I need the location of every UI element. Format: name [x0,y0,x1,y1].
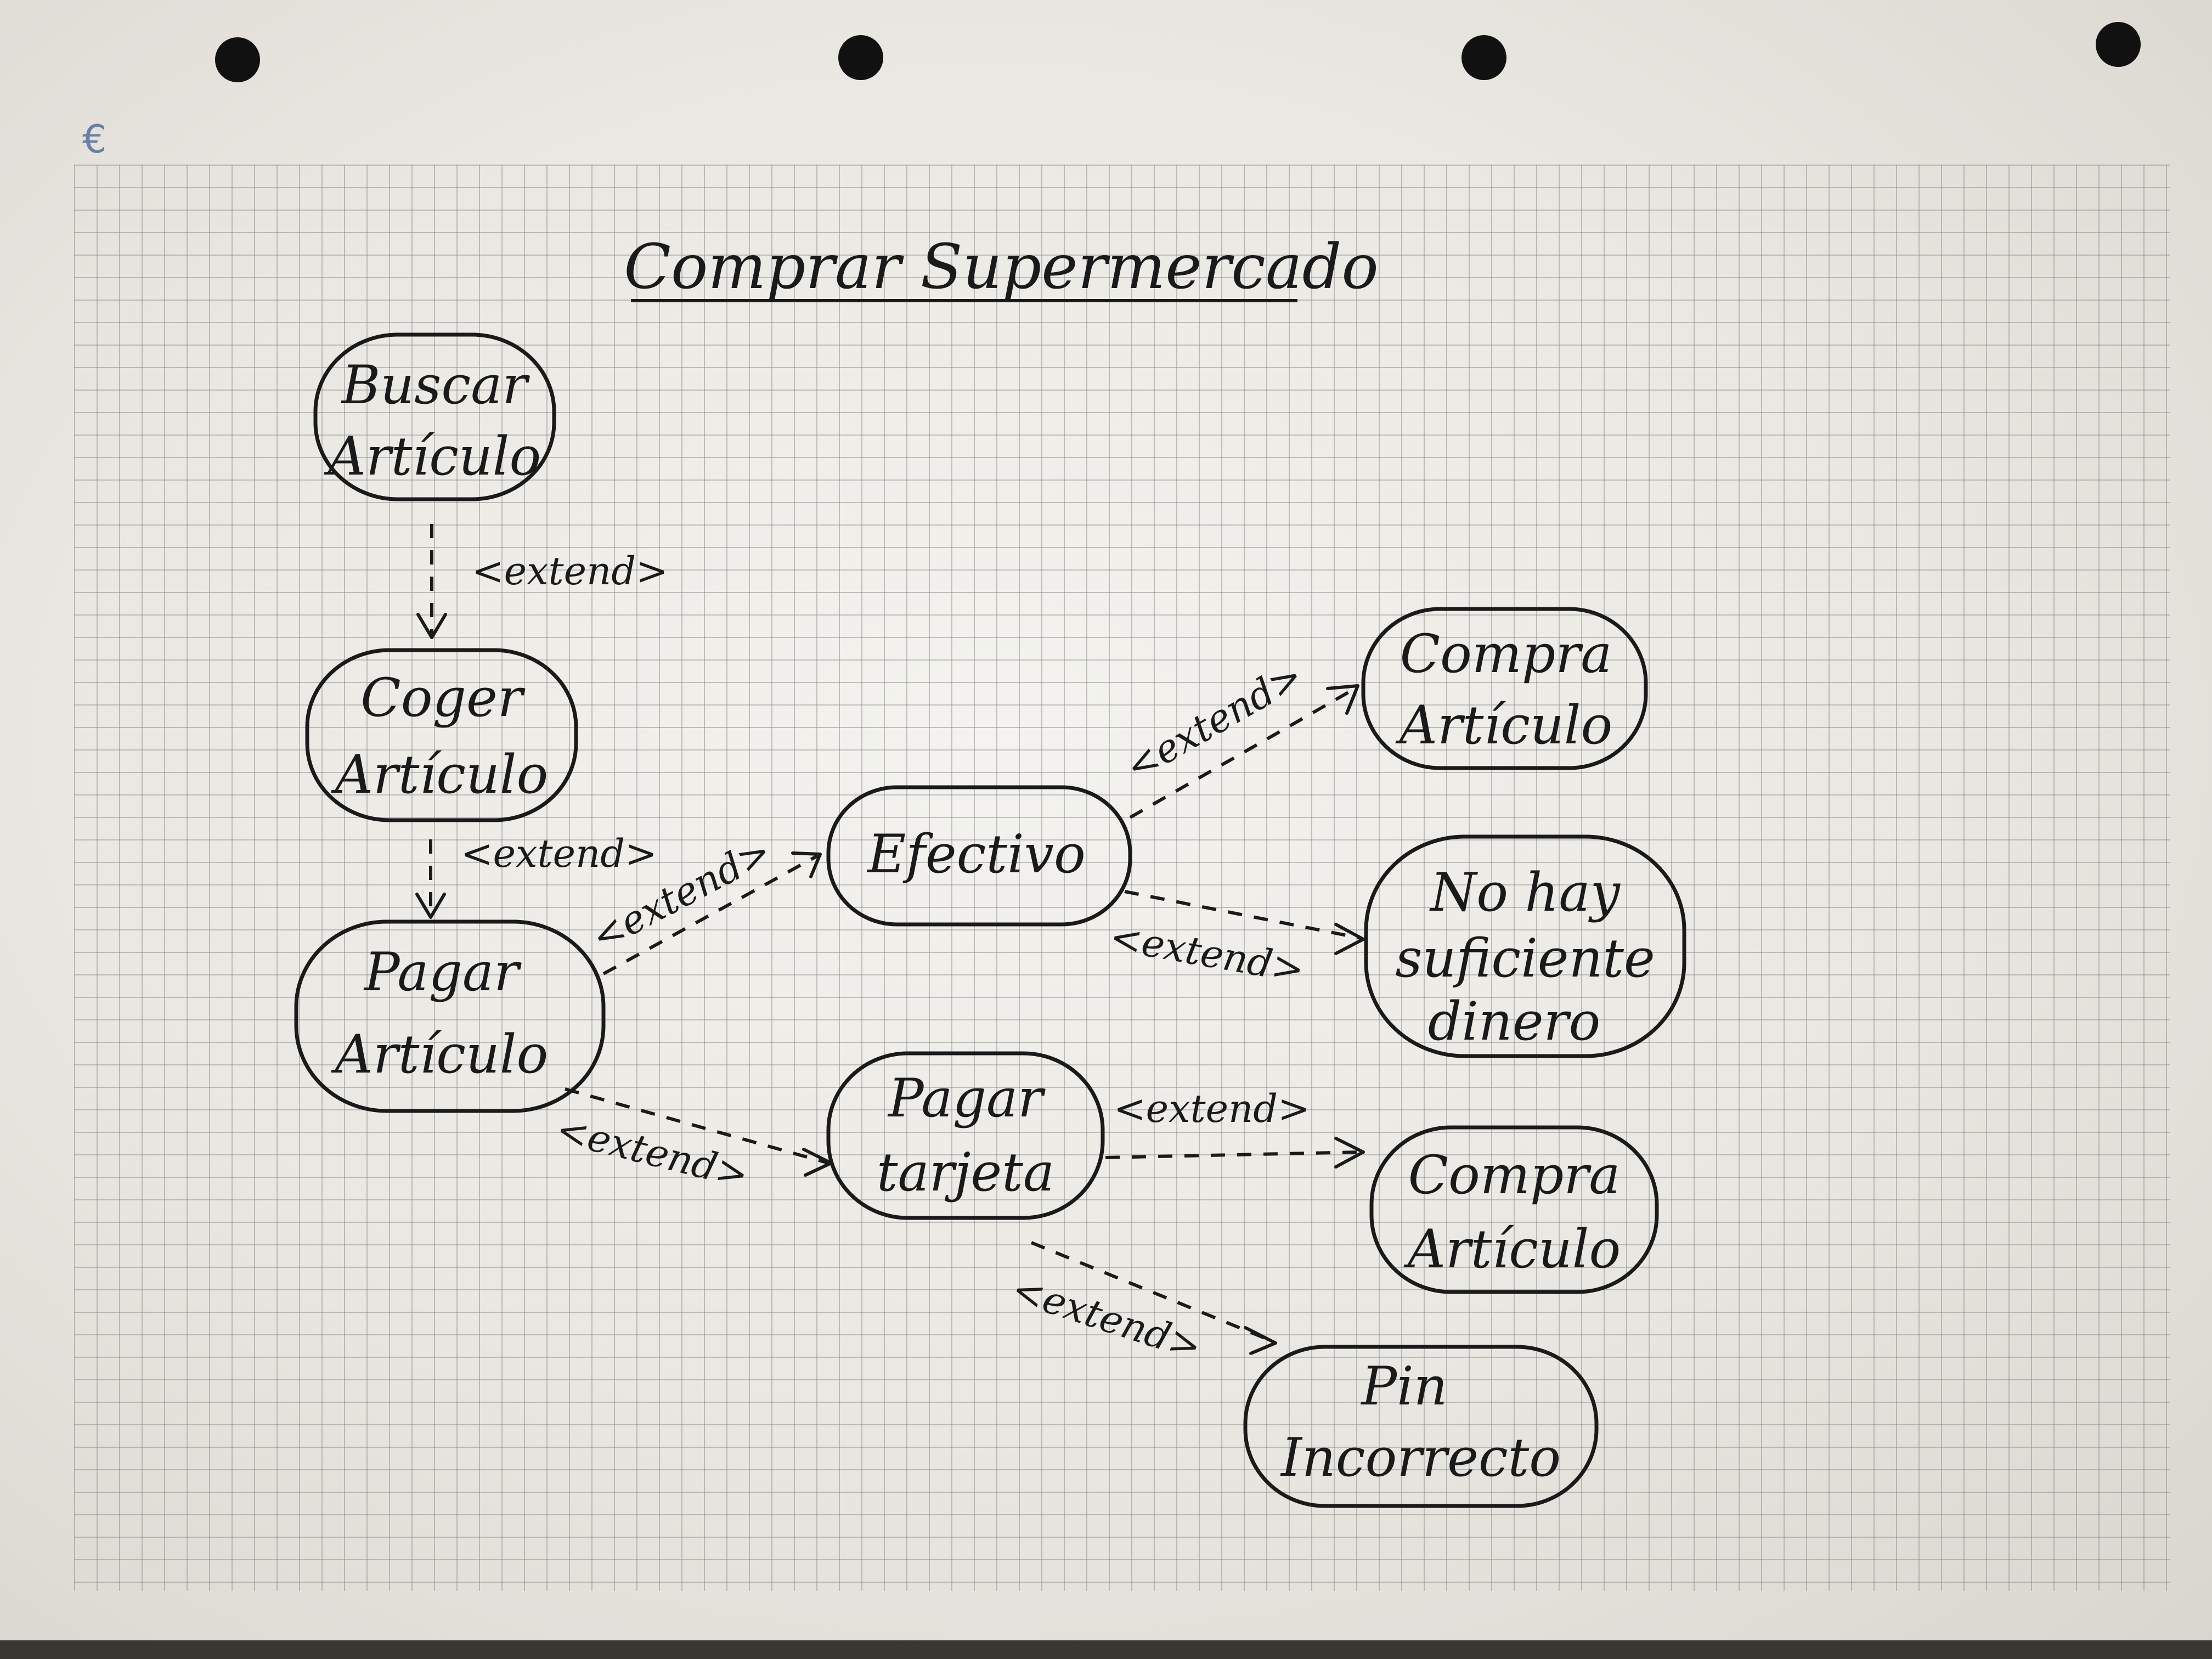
node-no-hay-suficiente-dinero: No hay suficiente dinero [1364,834,1686,1058]
punch-hole-3 [1462,35,1506,80]
node-compra-articulo-2: Compra Artículo [1369,1125,1659,1294]
svg-text:Efectivo: Efectivo [866,823,1086,885]
node-pagar-tarjeta: Pagar tarjeta [826,1051,1105,1220]
edge-label: <extend> [552,1107,753,1198]
svg-text:Artículo: Artículo [324,426,541,487]
svg-text:No hay: No hay [1429,862,1621,923]
edge-efectivo-compra1: <extend> [1118,653,1359,819]
edge-tarjeta-compra2: <extend> [1105,1086,1365,1169]
edge-label: <extend> [1007,1266,1207,1370]
edge-label: <extend> [1114,1086,1310,1131]
edge-label: <extend> [1107,914,1307,992]
edge-efectivo-nohay: <extend> [1107,890,1365,992]
svg-text:Pagar: Pagar [363,941,522,1003]
svg-text:Pagar: Pagar [887,1068,1046,1129]
svg-text:Incorrecto: Incorrecto [1280,1427,1561,1488]
node-efectivo: Efectivo [826,785,1132,927]
node-compra-articulo-1: Compra Artículo [1361,607,1648,770]
node-coger-articulo: Coger Artículo [305,648,578,822]
svg-text:Artículo: Artículo [331,1024,549,1085]
node-pagar-articulo: Pagar Artículo [294,919,606,1113]
diagram-title: Comprar Supermercado [624,232,1379,303]
edge-label: <extend> [472,549,668,594]
svg-text:Compra: Compra [1400,623,1612,685]
margin-mark-icon: € [82,117,107,162]
svg-text:Buscar: Buscar [341,354,531,416]
svg-text:suficiente: suficiente [1395,928,1655,989]
edge-pagar-tarjeta: <extend> [552,1087,833,1198]
svg-text:Compra: Compra [1408,1144,1621,1206]
node-pin-incorrecto: Pin Incorrecto [1243,1345,1599,1508]
edge-coger-pagar: <extend> [415,831,657,919]
svg-text:tarjeta: tarjeta [877,1142,1054,1203]
svg-text:dinero: dinero [1428,991,1600,1052]
title-text: Comprar Supermercado [624,232,1379,303]
svg-text:Pin: Pin [1360,1356,1447,1417]
edge-label: <extend> [1118,653,1311,790]
punch-hole-4 [2096,22,2141,67]
punch-hole-1 [215,37,260,82]
paper-grid [74,165,2170,1591]
punch-hole-2 [838,35,883,80]
edge-buscar-coger: <extend> [416,524,668,639]
node-buscar-articulo: Buscar Artículo [313,332,556,501]
svg-text:Coger: Coger [360,667,526,729]
svg-text:Artículo: Artículo [331,744,549,805]
svg-text:Artículo: Artículo [1403,1218,1621,1280]
svg-text:Artículo: Artículo [1395,695,1613,756]
edge-label: <extend> [461,831,657,876]
edge-tarjeta-pin: <extend> [1007,1241,1277,1370]
